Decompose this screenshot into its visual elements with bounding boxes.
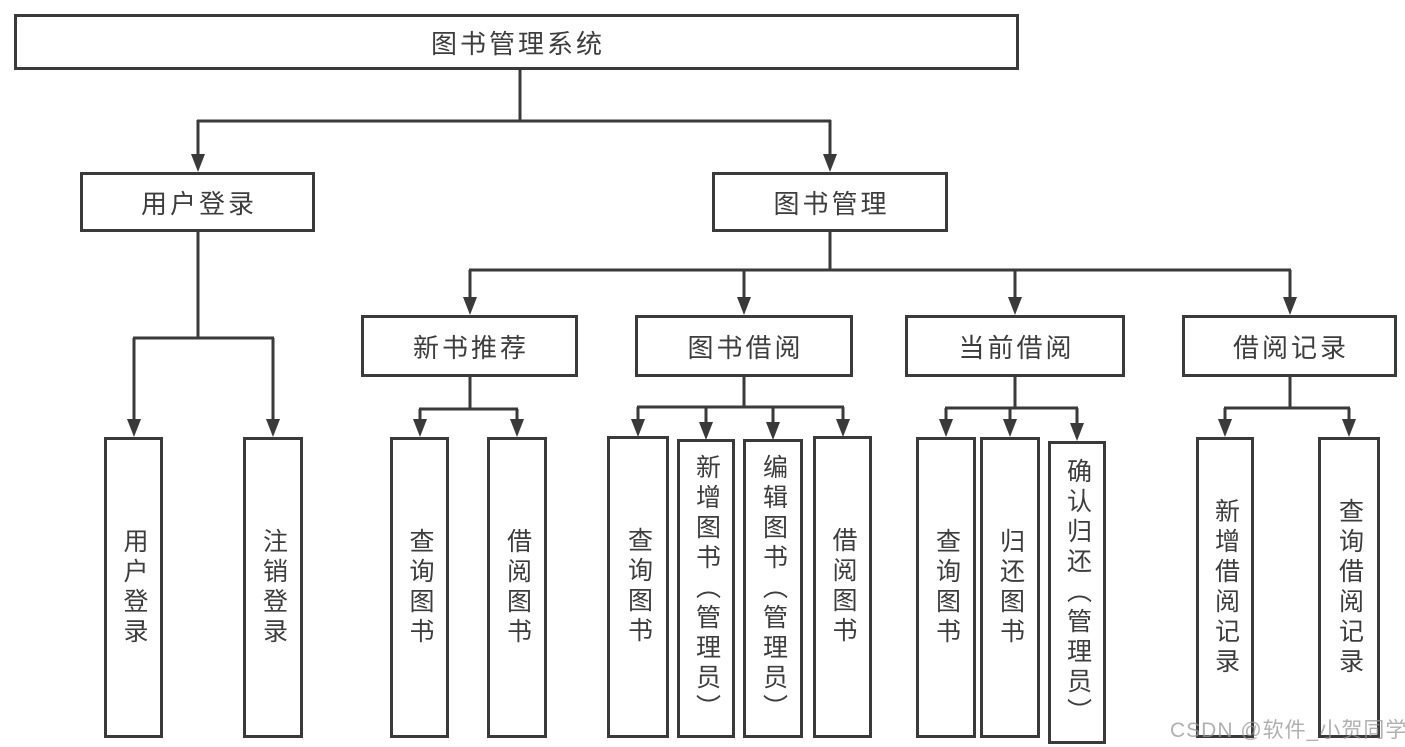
leaf-user-login-label: 用户登录 — [120, 527, 148, 648]
node-book-management-label: 图书管理 — [773, 188, 890, 219]
leaf-confirm-return-admin-label: 确认归还（管理员） — [1063, 457, 1092, 728]
leaf-add-books-admin-label: 新增图书（管理员） — [692, 453, 721, 724]
leaf-borrow-books-label: 借阅图书 — [829, 527, 857, 647]
leaf-logout-label: 注销登录 — [259, 527, 288, 648]
leaf-query-books-borrow-label: 查询图书 — [624, 527, 653, 647]
leaf-edit-books-admin: 编辑图书（管理员） — [743, 439, 803, 738]
leaf-edit-books-admin-label: 编辑图书（管理员） — [759, 453, 788, 724]
leaf-borrow-books-recommend: 借阅图书 — [487, 437, 547, 738]
leaf-user-login: 用户登录 — [104, 437, 163, 738]
node-borrow-records-label: 借阅记录 — [1232, 332, 1349, 363]
node-root-label: 图书管理系统 — [430, 28, 605, 59]
leaf-confirm-return-admin: 确认归还（管理员） — [1048, 441, 1106, 744]
leaf-query-books-recommend-label: 查询图书 — [406, 527, 434, 648]
leaf-query-borrow-record: 查询借阅记录 — [1318, 437, 1380, 738]
node-new-book-recommend: 新书推荐 — [361, 315, 578, 377]
node-book-borrow-label: 图书借阅 — [687, 332, 804, 363]
leaf-query-books-recommend: 查询图书 — [390, 437, 449, 738]
leaf-query-borrow-record-label: 查询借阅记录 — [1335, 497, 1364, 678]
node-current-borrow-label: 当前借阅 — [958, 332, 1075, 363]
node-root: 图书管理系统 — [14, 14, 1019, 70]
node-book-management: 图书管理 — [712, 172, 948, 232]
node-borrow-records: 借阅记录 — [1182, 315, 1397, 377]
node-book-borrow: 图书借阅 — [635, 315, 853, 377]
node-user-login-label: 用户登录 — [140, 188, 257, 219]
leaf-add-borrow-record: 新增借阅记录 — [1196, 437, 1254, 738]
node-user-login: 用户登录 — [80, 172, 315, 232]
leaf-add-borrow-record-label: 新增借阅记录 — [1211, 497, 1240, 678]
leaf-return-books: 归还图书 — [980, 437, 1040, 738]
leaf-borrow-books-recommend-label: 借阅图书 — [503, 527, 532, 648]
leaf-query-books-borrow: 查询图书 — [607, 436, 669, 738]
leaf-logout: 注销登录 — [243, 437, 303, 738]
node-current-borrow: 当前借阅 — [905, 315, 1125, 377]
csdn-watermark: CSDN @软件_小贺同学 — [1170, 719, 1405, 742]
leaf-add-books-admin: 新增图书（管理员） — [677, 439, 735, 738]
node-new-book-recommend-label: 新书推荐 — [412, 332, 529, 363]
leaf-query-books-current-label: 查询图书 — [932, 527, 961, 648]
leaf-return-books-label: 归还图书 — [996, 527, 1025, 648]
leaf-query-books-current: 查询图书 — [916, 437, 976, 738]
leaf-borrow-books: 借阅图书 — [813, 436, 872, 738]
